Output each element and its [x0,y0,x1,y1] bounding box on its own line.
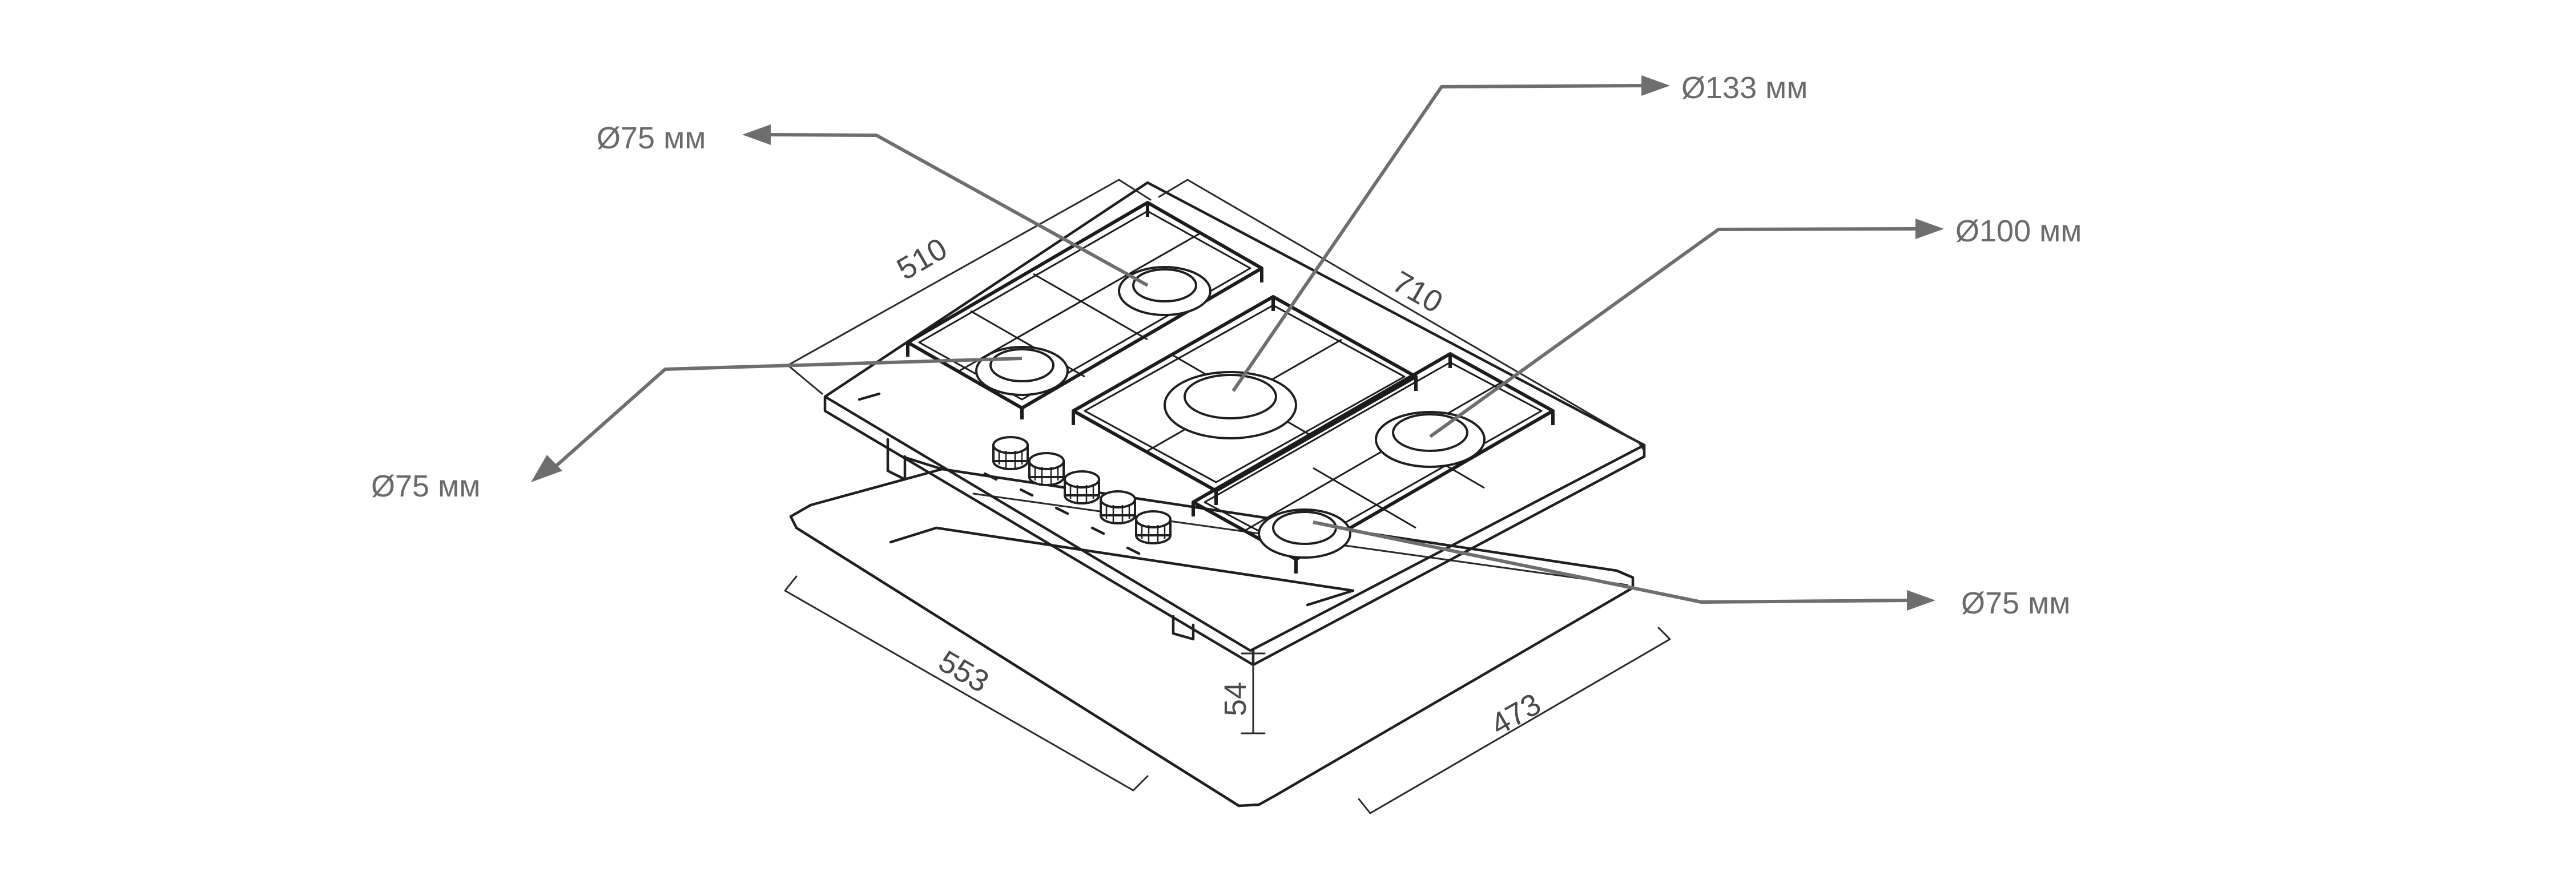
knob-3[interactable] [1054,470,1100,515]
burner-rear-right [1375,411,1486,468]
knob-4[interactable] [1090,490,1136,535]
dimension-lines: 510 710 553 473 54 [784,179,1671,814]
burner-labels: Ø75 мм Ø75 мм Ø133 мм Ø100 мм Ø75 мм [371,71,2082,620]
label-burner-rear-right: Ø100 мм [1955,214,2082,248]
knob-1[interactable] [983,436,1029,481]
dim-710: 710 [1387,264,1448,320]
knob-5[interactable] [1126,510,1172,555]
dim-473: 473 [1485,687,1547,742]
cutout-frame [789,467,1635,808]
burner-rear-left [1118,266,1211,316]
burners [975,266,1486,559]
brand-mark [858,392,881,401]
burner-front-right [1258,508,1351,559]
burner-front-left [975,346,1069,396]
control-knobs [983,436,1172,555]
leader-lines [531,75,1944,611]
dim-553: 553 [933,644,995,699]
burner-center [1164,371,1297,439]
label-burner-front-right: Ø75 мм [1961,586,2070,620]
label-burner-rear-left: Ø75 мм [597,121,706,155]
label-burner-center: Ø133 мм [1681,71,1808,105]
knob-2[interactable] [1019,452,1065,497]
dim-54: 54 [1218,682,1253,716]
pan-supports [906,201,1555,574]
label-burner-front-left: Ø75 мм [371,469,480,503]
